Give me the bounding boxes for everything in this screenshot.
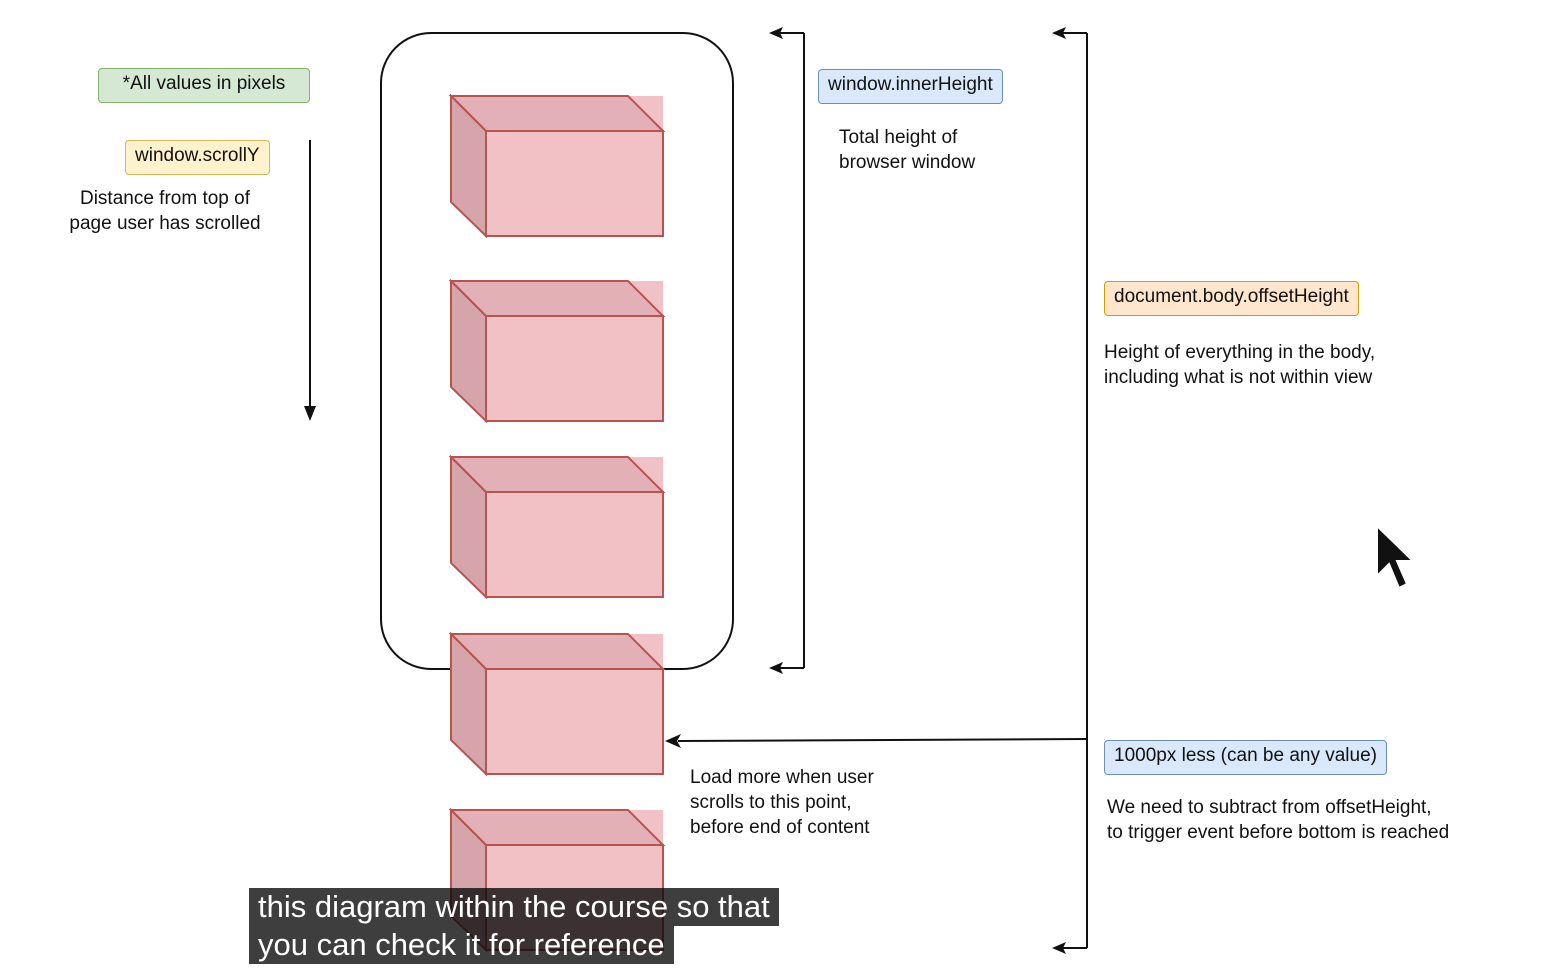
inner-height-tag: window.innerHeight <box>818 69 1003 104</box>
load-point-description: Load more when user scrolls to this poin… <box>690 767 874 838</box>
caption-line-1: this diagram within the course so that <box>249 888 779 926</box>
offset-height-description: Height of everything in the body, includ… <box>1104 342 1376 388</box>
caption-line-2: you can check it for reference <box>249 926 674 964</box>
scroll-y-description: Distance from top of page user has scrol… <box>69 188 261 234</box>
video-caption: this diagram within the course so that y… <box>249 888 779 964</box>
threshold-description: We need to subtract from offsetHeight, t… <box>1107 797 1450 843</box>
content-box-2 <box>450 280 664 422</box>
content-box-4 <box>450 633 664 775</box>
threshold-tag: 1000px less (can be any value) <box>1104 740 1387 775</box>
offset-height-bracket <box>1058 32 1088 949</box>
mouse-cursor-icon <box>1376 524 1415 590</box>
offset-height-tag: document.body.offsetHeight <box>1104 281 1359 316</box>
scroll-y-tag: window.scrollY <box>125 140 270 175</box>
content-box-3 <box>450 456 664 598</box>
content-box-1 <box>450 95 664 237</box>
all-values-note: *All values in pixels <box>98 68 310 103</box>
scroll-down-arrow <box>304 140 316 421</box>
load-point-arrow <box>665 734 1088 748</box>
inner-height-description: Total height of browser window <box>839 127 976 173</box>
inner-height-bracket <box>775 32 805 669</box>
